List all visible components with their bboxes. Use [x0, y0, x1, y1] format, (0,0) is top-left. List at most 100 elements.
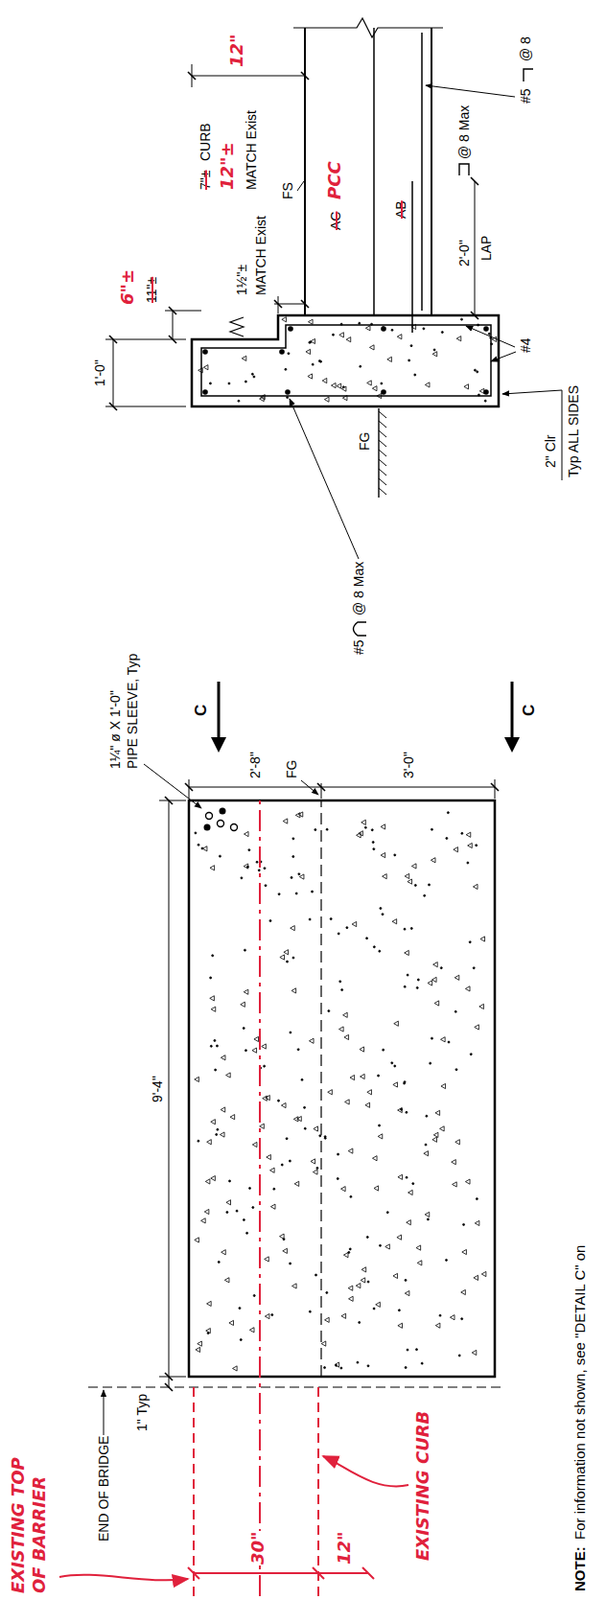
aggregate-mark	[342, 386, 345, 389]
aggregate-mark	[281, 317, 287, 323]
aggregate-mark	[456, 336, 462, 342]
aggregate-mark	[197, 1341, 203, 1347]
aggregate-mark	[238, 1307, 241, 1310]
aggregate-mark	[289, 1262, 292, 1265]
aggregate-mark	[412, 1183, 415, 1186]
dimension-text: 9'-4"	[149, 1074, 165, 1104]
aggregate-mark	[426, 1218, 429, 1221]
aggregate-mark	[441, 331, 443, 334]
markup-note: EXISTING TOP OF BARRIER	[7, 1427, 50, 1595]
aggregate-mark	[226, 1212, 229, 1214]
aggregate-mark	[298, 873, 301, 876]
aggregate-mark	[207, 1301, 212, 1306]
surface-label: FS	[279, 181, 296, 201]
aggregate-mark	[455, 1140, 461, 1145]
aggregate-mark	[360, 1278, 366, 1283]
aggregate-mark	[233, 1366, 238, 1372]
aggregate-mark	[308, 341, 311, 344]
aggregate-mark	[406, 974, 409, 977]
aggregate-mark	[266, 1154, 272, 1160]
aggregate-mark	[224, 1278, 230, 1283]
aggregate-mark	[441, 1083, 446, 1089]
aggregate-mark	[229, 1320, 234, 1326]
aggregate-mark	[394, 854, 397, 857]
note-heading: NOTE:	[571, 1545, 589, 1593]
rebar-callout: #4	[517, 336, 534, 354]
aggregate-mark	[290, 926, 296, 932]
aggregate-mark	[464, 384, 469, 390]
aggregate-mark	[215, 1045, 218, 1048]
concrete-stipple	[194, 812, 487, 1372]
aggregate-mark	[324, 1136, 327, 1139]
drawing-circle	[483, 326, 490, 332]
aggregate-mark	[327, 1090, 333, 1096]
aggregate-mark	[440, 1126, 445, 1132]
concrete-stipple	[198, 317, 497, 403]
aggregate-mark	[430, 1037, 433, 1040]
aggregate-mark	[367, 380, 373, 386]
aggregate-mark	[249, 1328, 255, 1333]
aggregate-mark	[465, 1179, 470, 1185]
aggregate-mark	[285, 1138, 288, 1141]
aggregate-mark	[372, 946, 375, 949]
aggregate-mark	[211, 955, 214, 957]
aggregate-mark	[424, 382, 430, 388]
aggregate-mark	[467, 842, 473, 848]
aggregate-mark	[216, 1128, 219, 1131]
aggregate-mark	[348, 1251, 350, 1254]
aggregate-mark	[252, 1142, 257, 1147]
aggregate-mark	[209, 996, 215, 1002]
leader-line	[466, 326, 515, 348]
aggregate-mark	[361, 1267, 367, 1273]
aggregate-mark	[313, 1126, 319, 1132]
aggregate-mark	[361, 819, 367, 825]
aggregate-mark	[432, 977, 438, 982]
cover-note: Typ ALL SIDES	[565, 384, 582, 479]
aggregate-mark	[373, 1186, 379, 1191]
aggregate-mark	[403, 1082, 406, 1085]
aggregate-mark	[382, 874, 388, 880]
extension-line	[188, 779, 190, 799]
section-letter: C	[519, 703, 539, 718]
barrier-outline	[191, 315, 499, 407]
aggregate-mark	[380, 382, 383, 385]
aggregate-mark	[440, 967, 443, 970]
aggregate-mark	[316, 1166, 319, 1169]
aggregate-mark	[289, 1031, 292, 1034]
aggregate-mark	[432, 351, 438, 357]
aggregate-mark	[349, 1195, 352, 1198]
aggregate-mark	[417, 1260, 422, 1266]
aggregate-mark	[270, 1167, 276, 1173]
aggregate-mark	[322, 377, 327, 383]
aggregate-mark	[452, 1182, 458, 1188]
aggregate-mark	[476, 371, 479, 373]
grade-label: FG	[356, 431, 373, 452]
aggregate-mark	[420, 1362, 423, 1365]
aggregate-mark	[292, 1283, 298, 1289]
aggregate-mark	[433, 1132, 439, 1138]
aggregate-mark	[371, 829, 373, 832]
dimension-text: 1'-0"	[92, 358, 108, 388]
aggregate-mark	[310, 1159, 316, 1165]
aggregate-mark	[202, 846, 208, 852]
pipe-sleeve	[217, 820, 225, 828]
aggregate-mark	[474, 1025, 480, 1030]
markup-arrow	[323, 1456, 409, 1487]
aggregate-mark	[312, 1169, 318, 1175]
aggregate-mark	[429, 1062, 432, 1065]
section-arrow	[504, 737, 520, 753]
aggregate-mark	[219, 1132, 225, 1138]
dimension-text: 1½"±	[233, 263, 250, 297]
lap-bar	[411, 181, 414, 333]
aggregate-mark	[397, 1309, 400, 1312]
aggregate-mark	[349, 1074, 355, 1080]
aggregate-mark	[377, 1074, 380, 1077]
aggregate-mark	[404, 950, 410, 956]
aggregate-mark	[259, 1123, 265, 1129]
aggregate-mark	[252, 1207, 255, 1210]
section-cut-line	[511, 681, 514, 740]
aggregate-mark	[406, 1349, 409, 1352]
aggregate-mark	[447, 1041, 450, 1044]
aggregate-mark	[220, 1055, 226, 1061]
aggregate-mark	[263, 1065, 266, 1068]
